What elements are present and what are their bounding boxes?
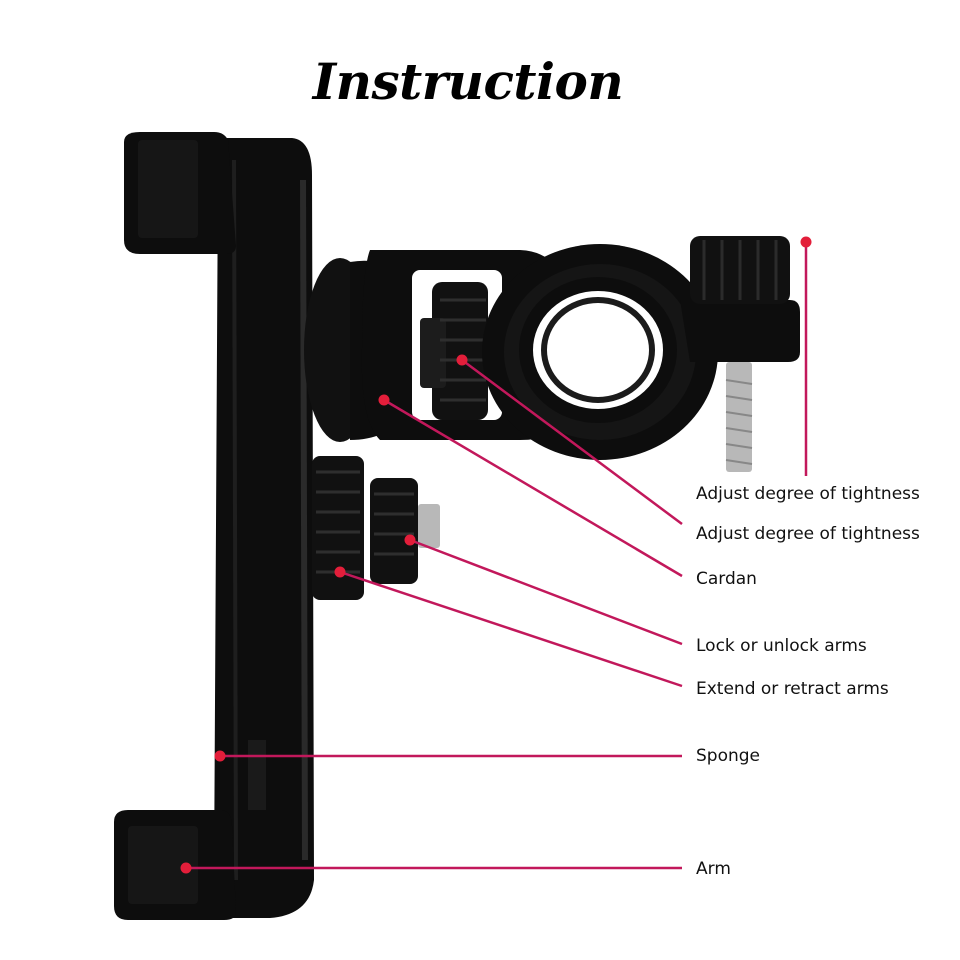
dot-sponge xyxy=(214,750,226,762)
leader-tightness-mid xyxy=(461,358,683,526)
label-lock-arms: Lock or unlock arms xyxy=(696,636,867,656)
leader-lines xyxy=(186,242,808,870)
tightness-knob-top xyxy=(690,236,790,304)
leader-cardan xyxy=(383,398,683,578)
page-title: Instruction xyxy=(312,52,624,111)
label-arm: Arm xyxy=(696,859,731,879)
dot-arm xyxy=(180,862,192,874)
dot-tightness-top xyxy=(800,236,812,248)
tightness-knob-middle xyxy=(420,282,488,420)
leader-lock-arms xyxy=(409,538,683,646)
dot-tightness-mid xyxy=(456,354,468,366)
label-tightness-mid: Adjust degree of tightness xyxy=(696,524,920,544)
label-cardan: Cardan xyxy=(696,569,757,589)
phone-holder-body xyxy=(114,132,800,920)
leader-extend-arms xyxy=(339,570,683,688)
label-extend-arms: Extend or retract arms xyxy=(696,679,889,699)
lock-knob xyxy=(370,478,440,584)
handlebar-clamp xyxy=(482,244,800,460)
sponge-strip xyxy=(248,740,266,810)
callout-dots xyxy=(180,236,812,874)
dot-extend-arms xyxy=(334,566,346,578)
label-sponge: Sponge xyxy=(696,746,760,766)
callout-labels: Adjust degree of tightness Adjust degree… xyxy=(696,484,920,879)
dot-lock-arms xyxy=(404,534,416,546)
clamp-bolt xyxy=(725,362,753,472)
dot-cardan xyxy=(378,394,390,406)
label-tightness-top: Adjust degree of tightness xyxy=(696,484,920,504)
